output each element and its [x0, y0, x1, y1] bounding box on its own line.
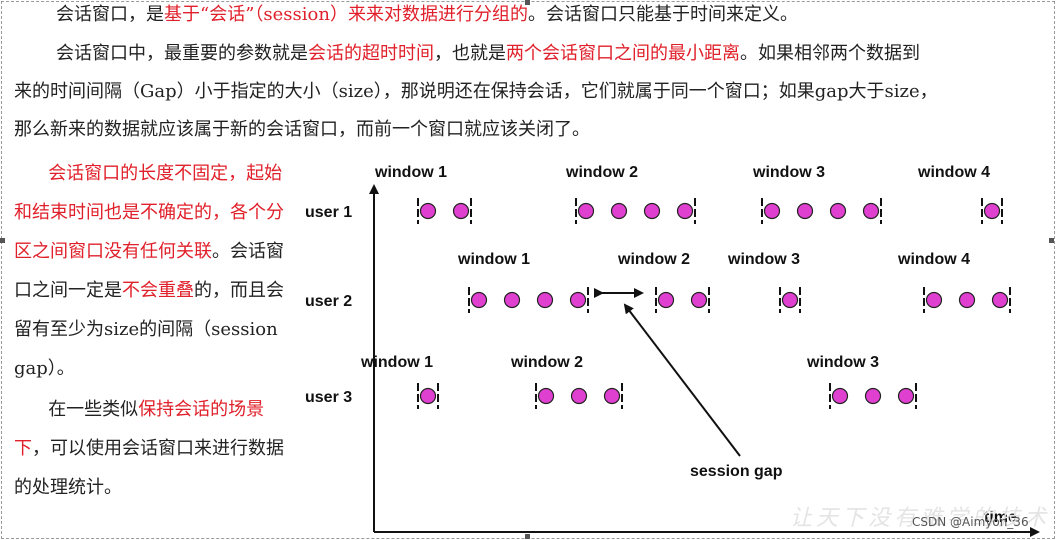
window-label: window 1	[457, 251, 530, 268]
resize-handle-top[interactable]	[525, 0, 530, 5]
side-text-1b: 。会话窗口之间一定是	[14, 241, 284, 301]
window-label: window 4	[917, 164, 990, 181]
event-dot	[452, 202, 470, 220]
p2-text-c: ，也就是	[434, 43, 506, 64]
event-dot	[831, 387, 849, 405]
p2-highlight-min-distance: 两个会话窗口之间的最小距离	[506, 43, 740, 64]
event-dot	[781, 291, 799, 309]
event-dot	[657, 291, 675, 309]
watermark: 让天下没有难学的技术	[790, 506, 1051, 531]
window-label: window 2	[617, 251, 690, 268]
side-description: 会话窗口的长度不固定，起始和结束时间也是不确定的，各个分区之间窗口没有任何关联。…	[14, 154, 284, 507]
paragraph-1: 会话窗口，是基于“会话”（session）来来对数据进行分组的。会话窗口只能基于…	[56, 0, 798, 34]
session-window-diagram: time user 1 window 1 window 2 window 3 windo…	[305, 164, 1040, 537]
user-label: user 3	[305, 389, 352, 406]
paragraph-2-line-2: 来的时间间隔（Gap）小于指定的大小（size），那说明还在保持会话，它们就属于…	[14, 73, 938, 111]
window-label: window 1	[374, 164, 447, 181]
event-dot	[676, 202, 694, 220]
event-dot	[925, 291, 943, 309]
side-text-2a: 在一些类似	[48, 399, 139, 420]
p2-line-3-text: 那么新来的数据就应该属于新的会话窗口，而前一个窗口就应该关闭了。	[14, 119, 590, 140]
event-dot	[763, 202, 781, 220]
side-text-1c: 的，而且会留有至少为size的间隔（session gap）。	[14, 280, 284, 379]
event-dot	[537, 387, 555, 405]
event-dot	[829, 202, 847, 220]
event-dot	[610, 202, 628, 220]
window-label: window 3	[727, 251, 800, 268]
p1-text-highlight: 基于“会话”（session）来来对数据进行分组的	[164, 4, 528, 25]
event-dot	[503, 291, 521, 309]
event-dot	[569, 291, 587, 309]
event-dot	[570, 387, 588, 405]
event-dot	[603, 387, 621, 405]
window-label: window 2	[565, 164, 638, 181]
event-dot	[862, 202, 880, 220]
time-axis-label: time	[984, 509, 1017, 526]
gap-pointer-arrow	[623, 303, 741, 457]
window-label: window 3	[806, 354, 879, 371]
side-text-2b: ，可以使用会话窗口来进行数据的处理统计。	[14, 438, 284, 498]
window-label: window 1	[360, 354, 433, 371]
window-label: window 3	[752, 164, 825, 181]
side-paragraph-2: 在一些类似保持会话的场景下，可以使用会话窗口来进行数据的处理统计。	[14, 390, 284, 507]
event-dot	[577, 202, 595, 220]
session-gap-label: session gap	[690, 463, 783, 480]
resize-handle-bottom[interactable]	[525, 534, 530, 539]
window-label: window 2	[510, 354, 583, 371]
event-dot	[864, 387, 882, 405]
user-rows: user 1 window 1 window 2 window 3 window 4 us…	[305, 164, 1011, 409]
p2-highlight-timeout: 会话的超时时间	[308, 43, 434, 64]
user-label: user 1	[305, 204, 352, 221]
event-dot	[897, 387, 915, 405]
p2-text-a: 会话窗口中，最重要的参数就是	[56, 43, 308, 64]
user-label: user 2	[305, 293, 352, 310]
side-highlight-1: 会话窗口的长度不固定，起始和结束时间也是不确定的，各个分区之间窗口没有任何关联	[14, 163, 284, 262]
resize-handle-left[interactable]	[0, 238, 5, 243]
resize-handle-right[interactable]	[1049, 238, 1054, 243]
event-dot	[643, 202, 661, 220]
event-dot	[470, 291, 488, 309]
p2-text-e: 。如果相邻两个数据到	[740, 43, 920, 64]
event-dot	[690, 291, 708, 309]
window-label: window 4	[897, 251, 970, 268]
p1-text-c: 。会话窗口只能基于时间来定义。	[527, 4, 798, 25]
paragraph-2-line-3: 那么新来的数据就应该属于新的会话窗口，而前一个窗口就应该关闭了。	[14, 111, 590, 149]
p1-text-a: 会话窗口，是	[56, 4, 164, 25]
side-highlight-2: 不会重叠	[122, 280, 194, 301]
event-dot	[419, 387, 437, 405]
event-dot	[419, 202, 437, 220]
event-dot	[796, 202, 814, 220]
side-paragraph-1: 会话窗口的长度不固定，起始和结束时间也是不确定的，各个分区之间窗口没有任何关联。…	[14, 154, 284, 388]
event-dot	[983, 202, 1001, 220]
paragraph-2-line-1: 会话窗口中，最重要的参数就是会话的超时时间，也就是两个会话窗口之间的最小距离。如…	[56, 35, 920, 73]
event-dot	[958, 291, 976, 309]
p2-line-2-text: 来的时间间隔（Gap）小于指定的大小（size），那说明还在保持会话，它们就属于…	[14, 81, 938, 102]
csdn-credit: CSDN @Aimyon_36	[912, 515, 1029, 529]
event-dot	[991, 291, 1009, 309]
event-dot	[536, 291, 554, 309]
side-highlight-3: 保持会话的场景下	[14, 399, 265, 459]
